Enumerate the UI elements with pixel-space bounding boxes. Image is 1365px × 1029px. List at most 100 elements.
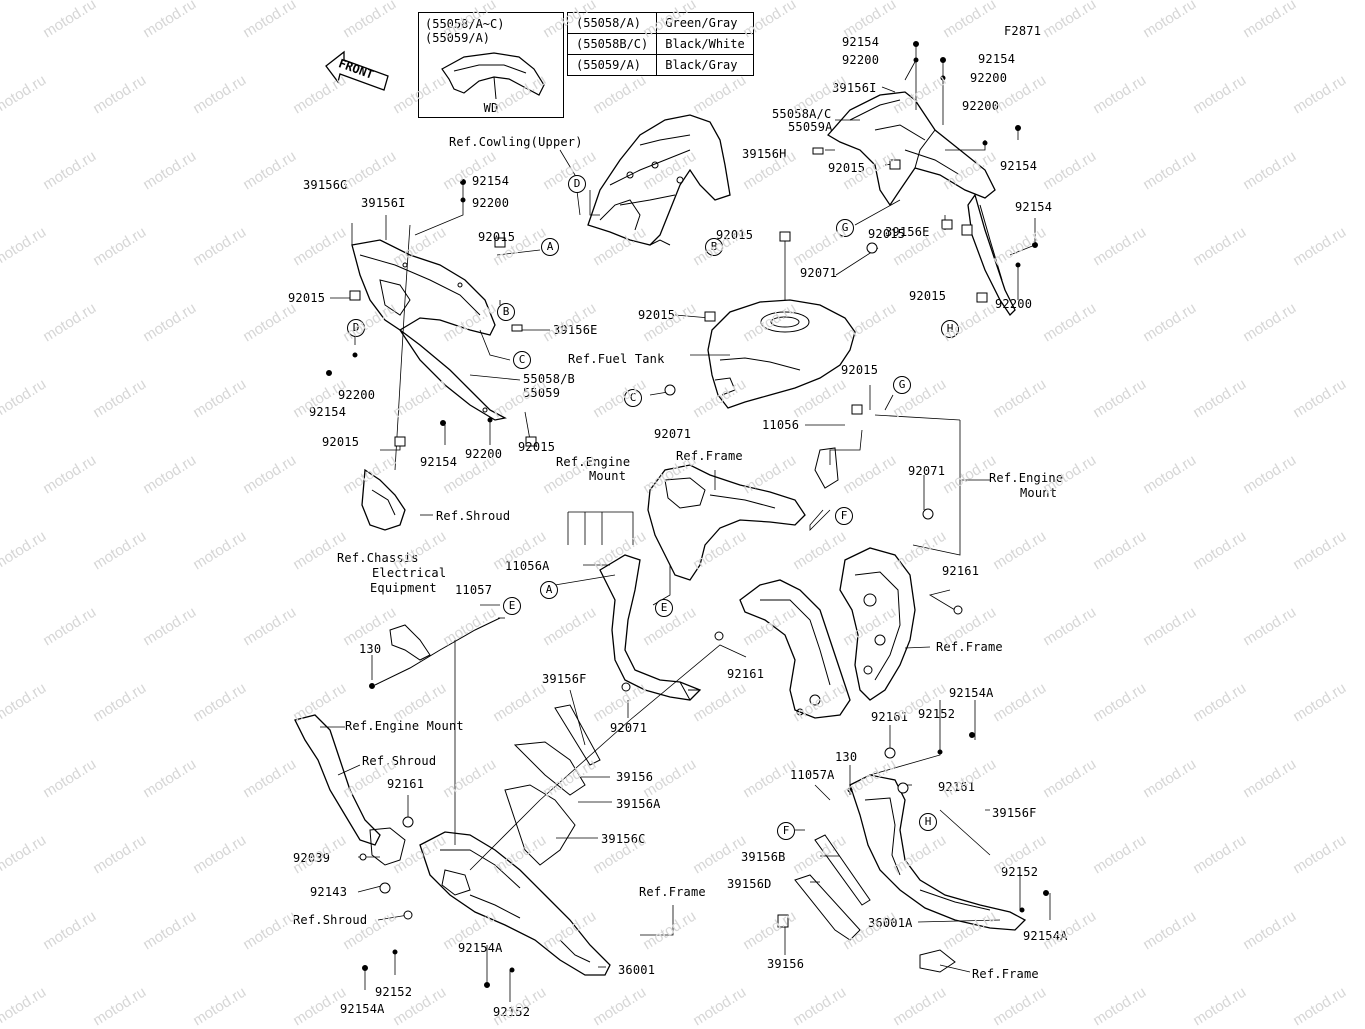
part-label: Mount [589,469,627,483]
callout-marker: C [624,389,642,407]
part-label: 92161 [942,564,980,578]
leader-lines [320,45,1051,1002]
part-label: 92200 [962,99,1000,113]
part-label: Ref.Frame [972,967,1039,981]
part-label: 39156I [832,81,877,95]
part-label: 39156 [767,957,805,971]
callout-marker: B [497,303,515,321]
color-table-color: Black/Gray [656,54,754,76]
part-label: 92154A [949,686,994,700]
part-label: Ref.Shroud [436,509,511,523]
part-label: 39156F [542,672,587,686]
part-label: 92154 [472,174,510,188]
part-label: 39156G [303,178,348,192]
part-label: 92154 [309,405,347,419]
part-label: 92039 [293,851,331,865]
part-label: 92071 [800,266,838,280]
part-label: 92071 [610,721,648,735]
part-label: 92015 [322,435,360,449]
part-label: Ref.Engine [989,471,1064,485]
part-label: 92015 [288,291,326,305]
color-table-part: (55058/A) [566,12,658,34]
part-label: 39156C [601,832,646,846]
part-label: 92161 [727,667,765,681]
callout-marker: H [941,320,959,338]
part-label: 92152 [375,985,413,999]
right-frame-drawing [739,547,916,719]
part-label: Ref.Engine Mount [345,719,464,733]
part-label: 92154 [420,455,458,469]
color-table-color: Black/White [656,33,754,55]
part-label: 11057A [790,768,835,782]
part-label: Electrical [372,566,447,580]
part-label: 39156 [616,770,654,784]
part-label: 92015 [909,289,947,303]
part-label: Ref.Shroud [293,913,368,927]
electrical-bracket-drawing [374,617,501,686]
callout-marker: A [541,238,559,256]
callout-marker: H [919,813,937,831]
part-label: 39156B [741,850,786,864]
color-table-color: Green/Gray [656,12,754,34]
part-label: 130 [835,750,858,764]
wd-line-1: (55058/A~C) [425,17,505,31]
part-label: 92154 [842,35,880,49]
part-label: Ref.Frame [936,640,1003,654]
part-label: 92200 [338,388,376,402]
part-label: 11056 [762,418,800,432]
fuel-tank-drawing [707,299,856,409]
part-label: 39156D [727,877,772,891]
part-label: 36001A [868,916,913,930]
part-label: Ref.Shroud [362,754,437,768]
part-label: 39156I [361,196,406,210]
part-label: 55058/B [523,372,575,386]
part-label: Mount [1020,486,1058,500]
side-cowling-drawing [351,239,507,421]
part-label: 92200 [970,71,1008,85]
callout-marker: F [777,822,795,840]
part-label: 92071 [654,427,692,441]
part-label: 92015 [638,308,676,322]
part-label: 92161 [387,777,425,791]
table-row: (55058/A) Green/Gray [566,12,754,34]
callout-marker: B [705,238,723,256]
wd-caption: WD [483,101,499,115]
color-table: (55058/A) Green/Gray (55058B/C) Black/Wh… [566,12,754,76]
part-label: 92200 [465,447,503,461]
part-label: 92015 [478,230,516,244]
part-label: 39156F [992,806,1037,820]
part-label: 39156A [616,797,661,811]
part-label: Ref.Fuel Tank [568,352,665,366]
part-label: 36001 [618,963,656,977]
callout-marker: A [540,581,558,599]
inner-cowling-drawing [587,114,731,246]
table-row: (55058B/C) Black/White [566,33,754,55]
callout-marker: C [513,351,531,369]
part-label: 92161 [871,710,909,724]
part-label: 39156E [553,323,598,337]
part-label: 92071 [908,464,946,478]
main-frame-drawing [599,447,839,701]
part-label: 92152 [918,707,956,721]
part-label: Ref.Engine [556,455,631,469]
part-label: 55058A/C [772,107,832,121]
part-label: 92200 [995,297,1033,311]
part-label: 130 [359,642,382,656]
callout-marker: D [347,319,365,337]
part-label: 92161 [938,780,976,794]
part-label: 92200 [472,196,510,210]
part-label: 92152 [493,1005,531,1019]
part-label: 55059A [788,120,833,134]
figure-code: F2871 [1004,24,1042,38]
part-label: 39156H [742,147,787,161]
part-label: 11056A [505,559,550,573]
callout-marker: E [503,597,521,615]
part-label: 92015 [841,363,879,377]
wd-cowling-icon [441,52,545,100]
part-label-39156e-top: 39156E [885,225,930,239]
color-table-part: (55058B/C) [566,33,658,55]
callout-marker: G [836,219,854,237]
part-label: 55059 [523,386,561,400]
callout-marker: E [655,599,673,617]
